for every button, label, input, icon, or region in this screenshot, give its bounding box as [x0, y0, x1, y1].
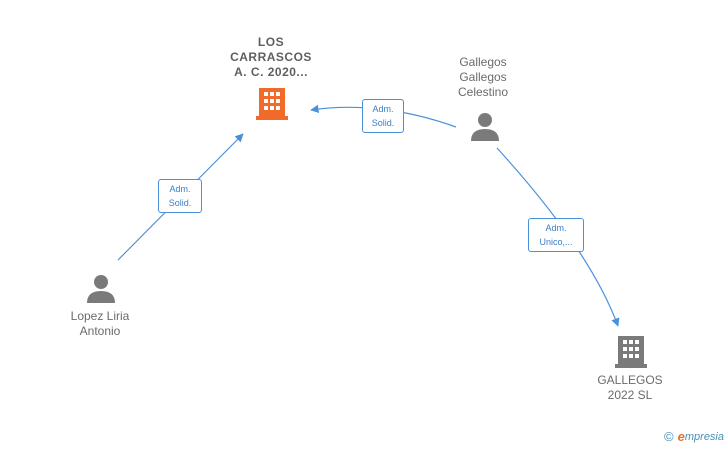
edge-label-lopez-to-carrascos: Adm. Solid. [158, 179, 202, 213]
building-icon[interactable] [615, 334, 647, 368]
building-icon[interactable] [256, 86, 288, 120]
node-label-gallegos-2022[interactable]: GALLEGOS 2022 SL [597, 373, 663, 402]
brand-name: mpresia [684, 430, 724, 443]
empresia-brand: © e mpresia [664, 429, 724, 444]
node-label-lopez-liria[interactable]: Lopez Liria Antonio [70, 309, 130, 338]
person-icon[interactable] [86, 273, 116, 303]
brand-initial: e [677, 429, 685, 444]
edge-label-celestino-to-gallegos2022: Adm. Unico,... [528, 218, 584, 252]
person-icon[interactable] [470, 111, 500, 141]
edge-label-celestino-to-carrascos: Adm. Solid. [362, 99, 404, 133]
copyright-icon: © [664, 429, 674, 444]
node-label-los-carrascos[interactable]: LOS CARRASCOS A. C. 2020... [230, 35, 312, 79]
node-label-gallegos-celestino[interactable]: Gallegos Gallegos Celestino [457, 55, 509, 99]
